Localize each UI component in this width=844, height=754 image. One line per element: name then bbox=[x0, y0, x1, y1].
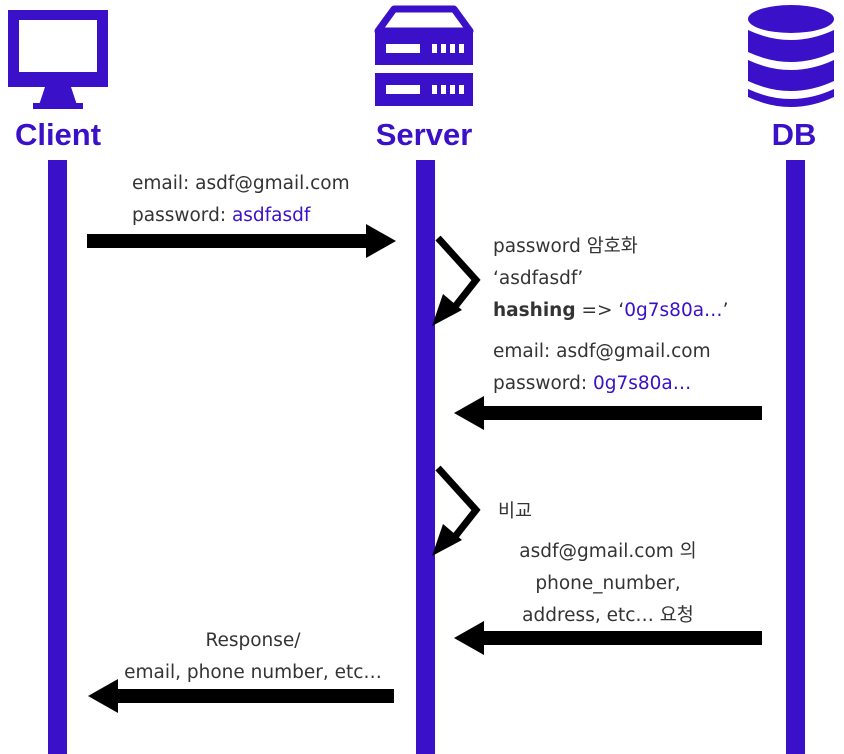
message-db-response: email: asdf@gmail.com password: 0g7s80a… bbox=[493, 336, 711, 400]
login-email-line: email: asdf@gmail.com bbox=[132, 173, 350, 194]
lifeline-server bbox=[416, 160, 435, 754]
hash-bold-label: hashing bbox=[493, 300, 576, 321]
server-icon bbox=[374, 5, 474, 106]
db-response-password-value: 0g7s80a… bbox=[592, 373, 692, 394]
hash-close-quote: ’ bbox=[722, 300, 729, 321]
login-password-prefix: password: bbox=[132, 205, 232, 226]
message-compare: 비교 bbox=[498, 501, 533, 522]
response-line2: email, phone number, etc… bbox=[124, 662, 382, 683]
message-response: Response/ email, phone number, etc… bbox=[108, 625, 398, 689]
arrow-self-compare bbox=[432, 465, 481, 556]
db-response-password-prefix: password: bbox=[493, 373, 593, 394]
message-login: email: asdf@gmail.com password: asdfasdf bbox=[132, 168, 350, 232]
arrow-db-to-server bbox=[454, 396, 762, 430]
actor-label-client: Client bbox=[14, 117, 102, 152]
response-line1: Response/ bbox=[205, 630, 301, 651]
arrow-client-to-server bbox=[87, 224, 396, 258]
db-response-password-line: password: 0g7s80a… bbox=[493, 368, 711, 400]
db-request-line1: asdf@gmail.com 의 bbox=[519, 541, 697, 562]
hash-arrow-text: => ‘ bbox=[575, 300, 625, 321]
arrow-self-hash bbox=[432, 235, 481, 326]
actor-label-server: Server bbox=[375, 117, 473, 152]
message-db-request: asdf@gmail.com 의 phone_number, address, … bbox=[498, 536, 718, 632]
arrow-db-request bbox=[454, 621, 762, 655]
login-password-value: asdfasdf bbox=[231, 205, 311, 226]
hash-line2: ‘asdfasdf’ bbox=[493, 268, 584, 289]
message-hash: password 암호화 ‘asdfasdf’ hashing => ‘0g7s… bbox=[493, 231, 728, 327]
lifeline-db bbox=[786, 160, 805, 754]
hash-line1: password 암호화 bbox=[493, 236, 638, 257]
arrow-server-to-client bbox=[88, 679, 394, 713]
hash-line3: hashing => ‘0g7s80a…’ bbox=[493, 295, 728, 327]
lifeline-client bbox=[48, 160, 67, 754]
actor-label-db: DB bbox=[771, 117, 817, 152]
login-password-line: password: asdfasdf bbox=[132, 200, 350, 232]
db-request-line2: phone_number, bbox=[535, 573, 681, 594]
database-icon bbox=[748, 5, 834, 107]
hash-value: 0g7s80a… bbox=[624, 300, 723, 321]
db-response-email-line: email: asdf@gmail.com bbox=[493, 341, 711, 362]
monitor-icon bbox=[8, 10, 108, 109]
db-request-line3: address, etc… 요청 bbox=[522, 605, 694, 626]
